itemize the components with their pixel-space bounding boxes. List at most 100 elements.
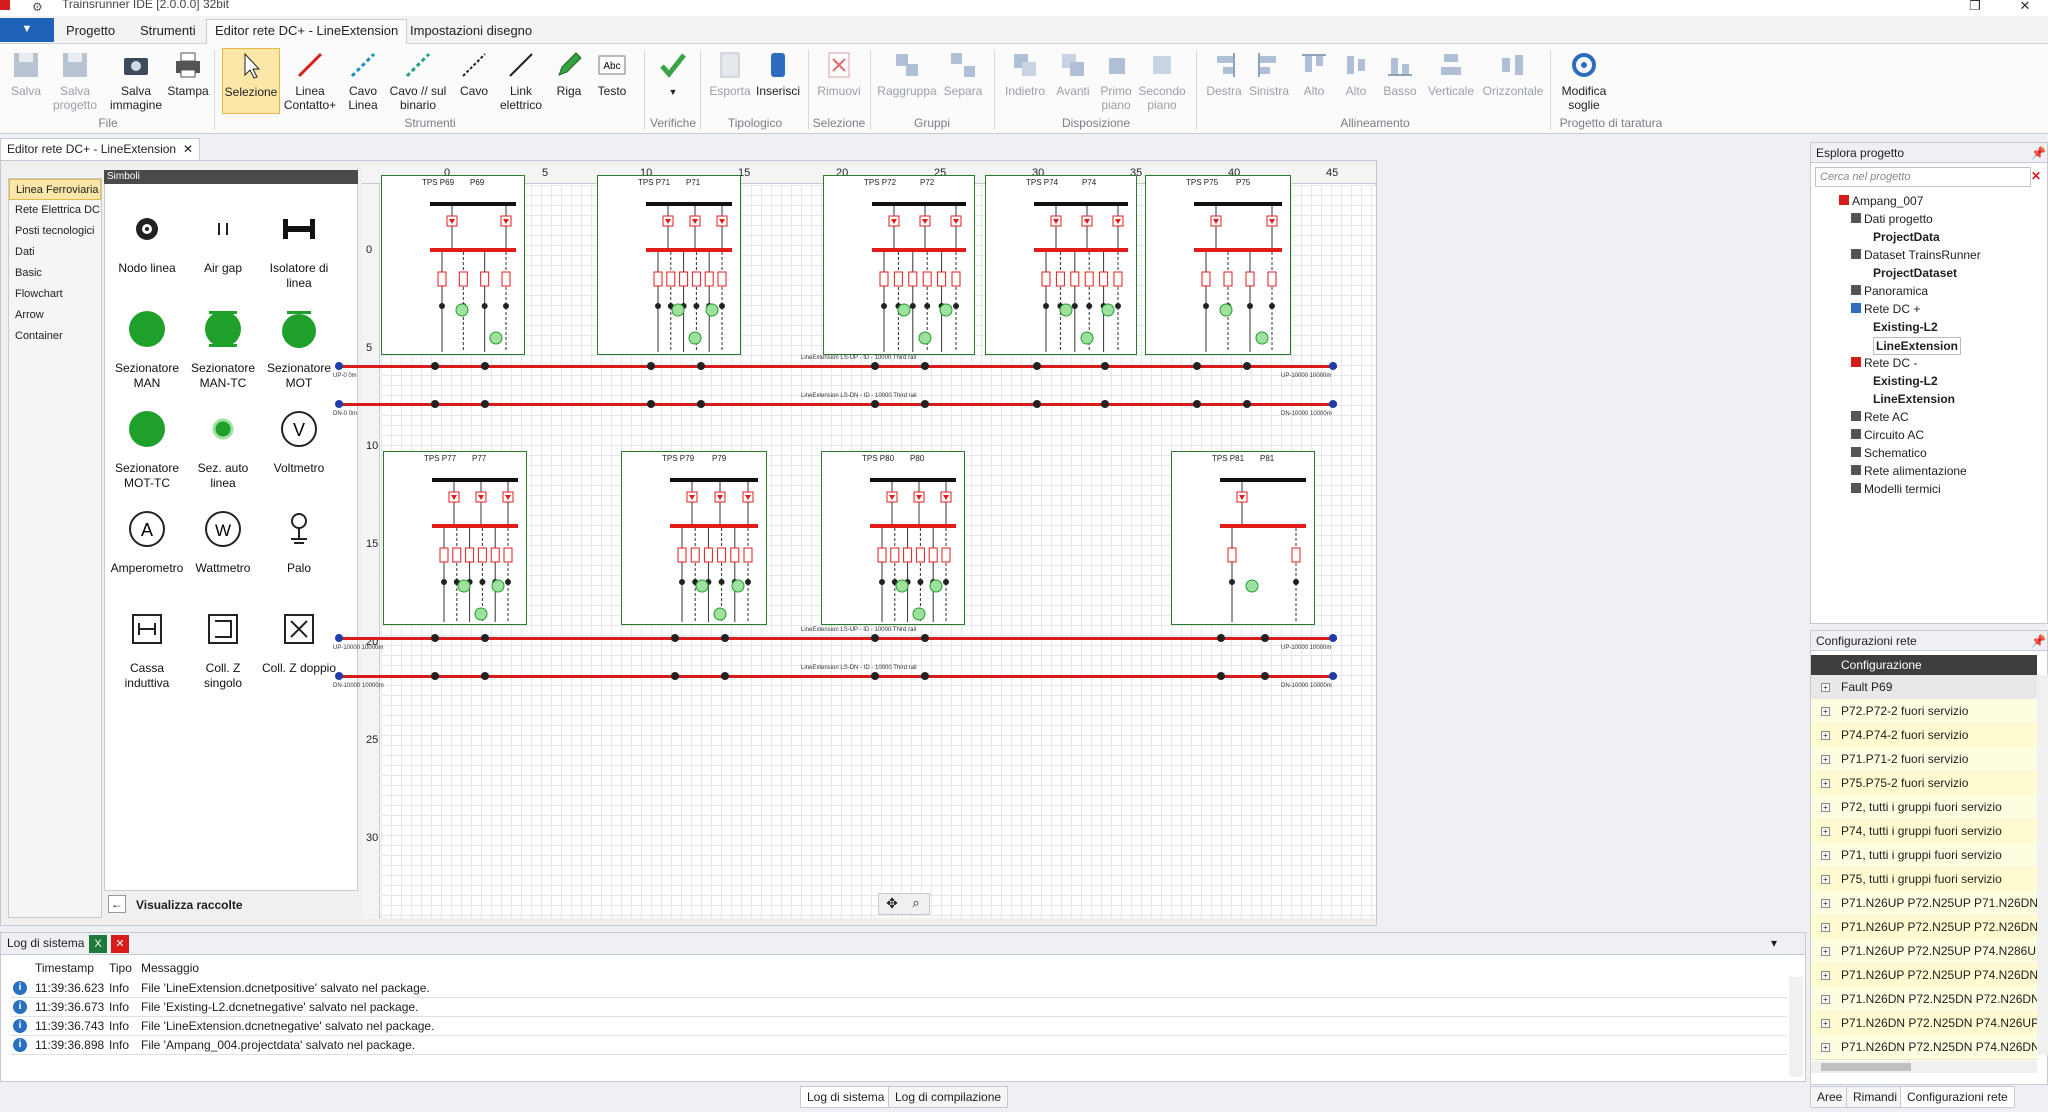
clear-log-icon[interactable]: ✕ — [111, 935, 129, 953]
symbol-cassa-induttiva[interactable]: Cassa induttiva — [109, 589, 185, 690]
expand-icon[interactable]: + — [1821, 947, 1830, 956]
document-tab[interactable]: Editor rete DC+ - LineExtension ✕ — [0, 138, 200, 160]
tab-log-compilazione[interactable]: Log di compilazione — [888, 1086, 1009, 1108]
tree-node[interactable]: Dataset TrainsRunner — [1851, 247, 1981, 263]
destra-button[interactable]: Destra — [1204, 48, 1244, 114]
raggruppa-button[interactable]: Raggruppa — [876, 48, 938, 114]
tree-node[interactable]: Modelli termici — [1851, 481, 1941, 497]
tab-log-sistema[interactable]: Log di sistema — [800, 1086, 892, 1108]
symbol-sezionatore-man[interactable]: Sezionatore MAN — [109, 289, 185, 390]
tab-editor-rete[interactable]: Editor rete DC+ - LineExtension — [206, 19, 408, 45]
expand-icon[interactable]: + — [1821, 779, 1830, 788]
tree-node[interactable]: Panoramica — [1851, 283, 1928, 299]
linea-contatto-button[interactable]: Linea Contatto+ — [282, 48, 338, 114]
expand-icon[interactable]: + — [1821, 707, 1830, 716]
config-row[interactable]: +P71.N26DN P72.N25DN P74.N26UP — [1811, 1011, 2037, 1036]
tree-node[interactable]: Rete alimentazione — [1851, 463, 1967, 479]
app-menu-button[interactable]: ▼ — [0, 18, 54, 42]
tab-aree[interactable]: Aree — [1810, 1086, 1850, 1108]
collections-footer[interactable]: ← Visualizza raccolte — [104, 890, 358, 918]
back-arrow-icon[interactable]: ← — [108, 895, 126, 913]
config-row[interactable]: +P71.N26UP P72.N25UP P72.N26DN — [1811, 915, 2037, 940]
expand-icon[interactable]: + — [1821, 755, 1830, 764]
category-dati[interactable]: Dati — [15, 246, 35, 258]
symbol-nodo-linea[interactable]: Nodo linea — [109, 189, 185, 289]
alto2-button[interactable]: Alto — [1336, 48, 1376, 114]
verifiche-button[interactable]: ▼ — [652, 48, 694, 114]
expand-icon[interactable]: + — [1821, 899, 1830, 908]
separa-button[interactable]: Separa — [940, 48, 986, 114]
symbol-air-gap[interactable]: Air gap — [185, 189, 261, 289]
cavo-binario-button[interactable]: Cavo // sul binario — [388, 48, 448, 114]
search-input[interactable]: Cerca nel progetto — [1815, 167, 2031, 187]
category-rete-elettrica-dc[interactable]: Rete Elettrica DC — [15, 204, 100, 216]
tree-node[interactable]: Circuito AC — [1851, 427, 1924, 443]
config-row[interactable]: +P71.N26DN P72.N25DN P74.N26DN — [1811, 1035, 2037, 1060]
tab-impostazioni-disegno[interactable]: Impostazioni disegno — [410, 23, 533, 38]
pin-icon[interactable]: 📌 — [2031, 146, 2046, 160]
symbol-isolatore[interactable]: Isolatore di linea — [261, 189, 337, 290]
expand-icon[interactable]: + — [1821, 923, 1830, 932]
configs-hscrollbar[interactable] — [1811, 1061, 2037, 1073]
category-basic[interactable]: Basic — [15, 267, 42, 279]
tab-progetto[interactable]: Progetto — [66, 23, 116, 38]
symbol-palo[interactable]: Palo — [261, 489, 337, 589]
config-row[interactable]: +P71.N26UP P72.N25UP P71.N26DN — [1811, 891, 2037, 916]
pan-icon[interactable]: ✥ — [886, 895, 898, 911]
rimuovi-button[interactable]: Rimuovi — [814, 48, 864, 114]
app-settings-icon[interactable]: ⚙ — [32, 0, 43, 14]
config-row[interactable]: +P71.P71-2 fuori servizio — [1811, 747, 2037, 772]
configs-scrollbar[interactable] — [2037, 675, 2048, 1055]
tree-node[interactable]: Rete DC + — [1851, 301, 1920, 317]
log-scrollbar[interactable] — [1789, 977, 1803, 1077]
tab-rimandi[interactable]: Rimandi — [1846, 1086, 1905, 1108]
symbol-sez-auto-linea[interactable]: Sez. auto linea — [185, 389, 261, 490]
tree-node[interactable]: ProjectDataset — [1873, 266, 1958, 280]
stampa-button[interactable]: Stampa — [166, 48, 210, 114]
expand-icon[interactable]: + — [1821, 827, 1830, 836]
expand-icon[interactable]: + — [1821, 971, 1830, 980]
expand-icon[interactable]: + — [1821, 875, 1830, 884]
salva-progetto-button[interactable]: Salva progetto — [50, 48, 100, 114]
cavo-linea-button[interactable]: Cavo Linea — [340, 48, 386, 114]
config-row[interactable]: +P71.N26UP P72.N25UP P74.N26DN — [1811, 963, 2037, 988]
config-row[interactable]: +Fault P69 — [1811, 675, 2037, 700]
config-row[interactable]: +P75, tutti i gruppi fuori servizio — [1811, 867, 2037, 892]
expand-icon[interactable]: + — [1821, 803, 1830, 812]
modifica-soglie-button[interactable]: Modifica soglie — [1556, 48, 1612, 114]
tab-configurazioni-rete[interactable]: Configurazioni rete — [1900, 1086, 2015, 1108]
orizzontale-button[interactable]: Orizzontale — [1480, 48, 1546, 114]
alto-button[interactable]: Alto — [1294, 48, 1334, 114]
config-row[interactable]: +P72, tutti i gruppi fuori servizio — [1811, 795, 2037, 820]
expand-icon[interactable]: + — [1821, 1019, 1830, 1028]
avanti-button[interactable]: Avanti — [1052, 48, 1094, 114]
basso-button[interactable]: Basso — [1378, 48, 1422, 114]
category-posti-tecnologici[interactable]: Posti tecnologici — [15, 225, 95, 237]
restore-icon[interactable]: ❐ — [1969, 0, 1981, 13]
symbol-sezionatore-man-tc[interactable]: Sezionatore MAN-TC — [185, 289, 261, 390]
selezione-button[interactable]: Selezione — [222, 48, 280, 114]
tree-node[interactable]: Rete DC - — [1851, 355, 1917, 371]
link-elettrico-button[interactable]: Link elettrico — [498, 48, 544, 114]
indietro-button[interactable]: Indietro — [1000, 48, 1050, 114]
category-linea-ferroviaria[interactable]: Linea Ferroviaria — [9, 179, 101, 200]
tree-node[interactable]: LineExtension — [1873, 392, 1956, 406]
clear-search-icon[interactable]: ✕ — [2031, 169, 2042, 183]
config-row[interactable]: +P71.N26UP P72.N25UP P74.N286UP — [1811, 939, 2037, 964]
category-flowchart[interactable]: Flowchart — [15, 288, 63, 300]
tree-node[interactable]: ProjectData — [1873, 230, 1940, 244]
config-row[interactable]: +P75.P75-2 fuori servizio — [1811, 771, 2037, 796]
sinistra-button[interactable]: Sinistra — [1246, 48, 1292, 114]
expand-icon[interactable]: + — [1821, 995, 1830, 1004]
